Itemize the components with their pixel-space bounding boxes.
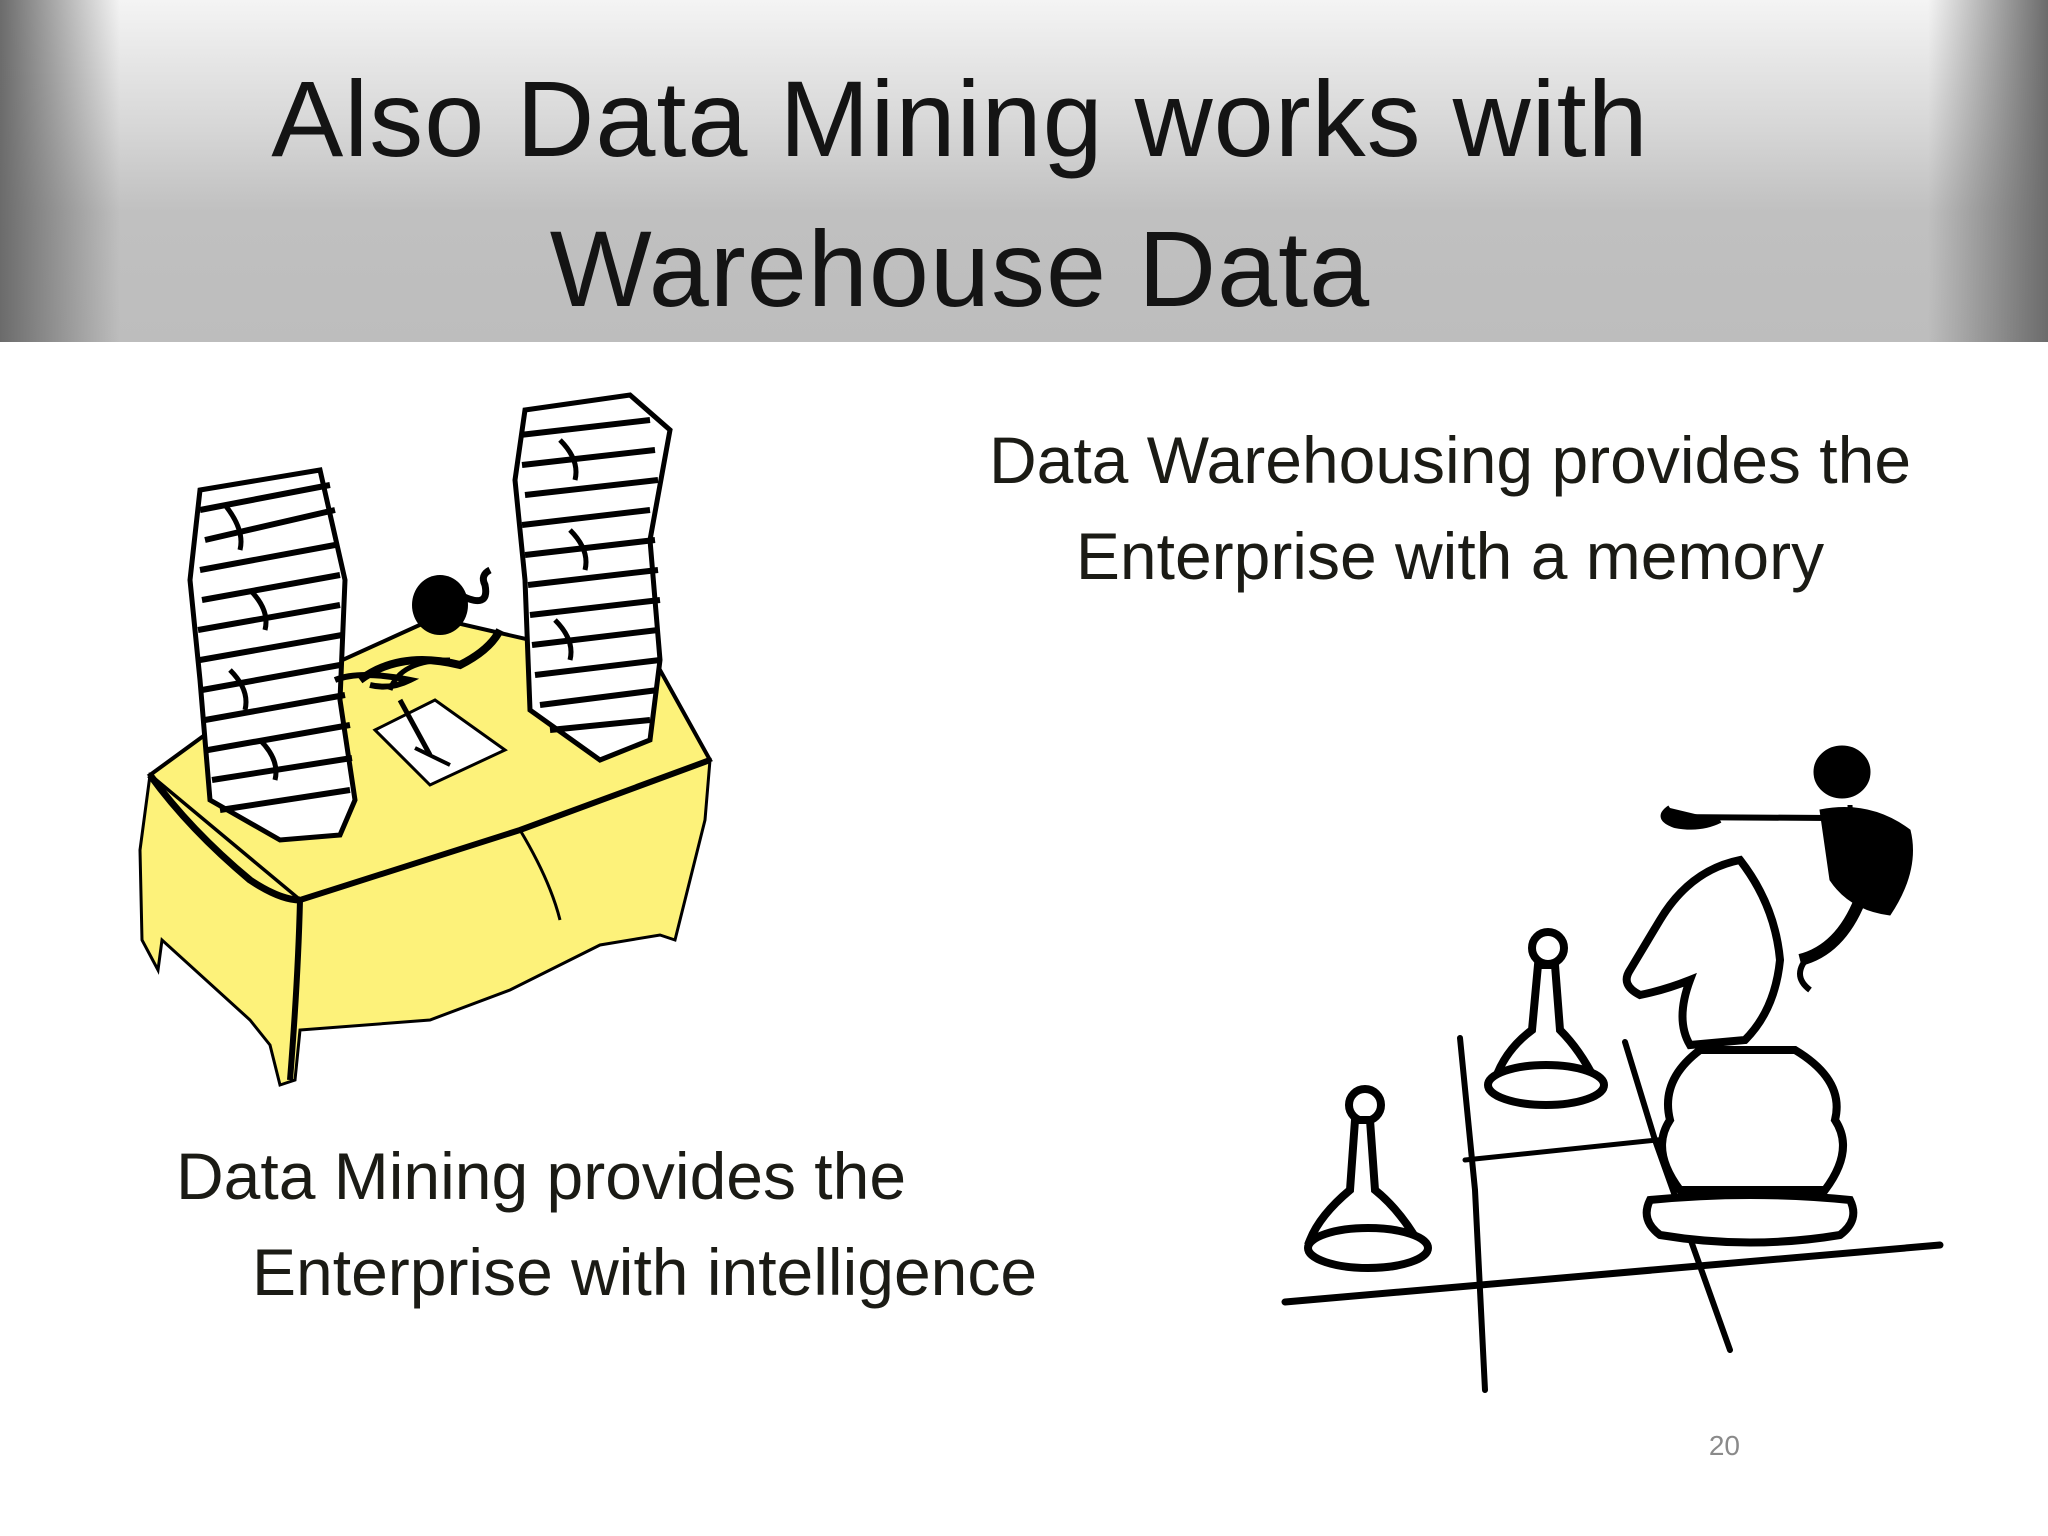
title-band: Also Data Mining works with Warehouse Da… [0, 0, 2048, 342]
paper-stack-right [512, 392, 673, 763]
slide-title: Also Data Mining works with Warehouse Da… [0, 44, 1920, 342]
note-paper [372, 698, 508, 787]
title-band-left-shade [0, 0, 120, 342]
warehousing-statement-line-1: Data Warehousing provides the [988, 423, 1912, 497]
paper-stack-left [187, 467, 358, 843]
slide-title-line-2: Warehouse Data [549, 208, 1371, 329]
slide-title-line-1: Also Data Mining works with [271, 58, 1649, 179]
mining-statement-line-2: Enterprise with intelligence [252, 1235, 1038, 1309]
page-number: 20 [1708, 1430, 1740, 1461]
pawn-left [1304, 1085, 1432, 1272]
title-band-right-shade [1928, 0, 2048, 342]
mining-statement-line-1: Data Mining provides the [176, 1139, 907, 1213]
desk-skirt [138, 757, 712, 1087]
person-at-desk [333, 566, 504, 691]
pen [397, 698, 433, 757]
knight-piece [1622, 855, 1858, 1247]
warehousing-statement: Data Warehousing provides the Enterprise… [860, 412, 2040, 604]
chess-knight-and-pawns-icon [1281, 745, 1944, 1393]
desk-with-paper-stacks-icon [138, 392, 713, 1087]
mining-statement: Data Mining provides the Enterprise with… [176, 1128, 1176, 1320]
pawn-middle [1484, 928, 1608, 1109]
rider-figure [1660, 745, 1913, 993]
warehousing-statement-line-2: Enterprise with a memory [1075, 519, 1825, 593]
